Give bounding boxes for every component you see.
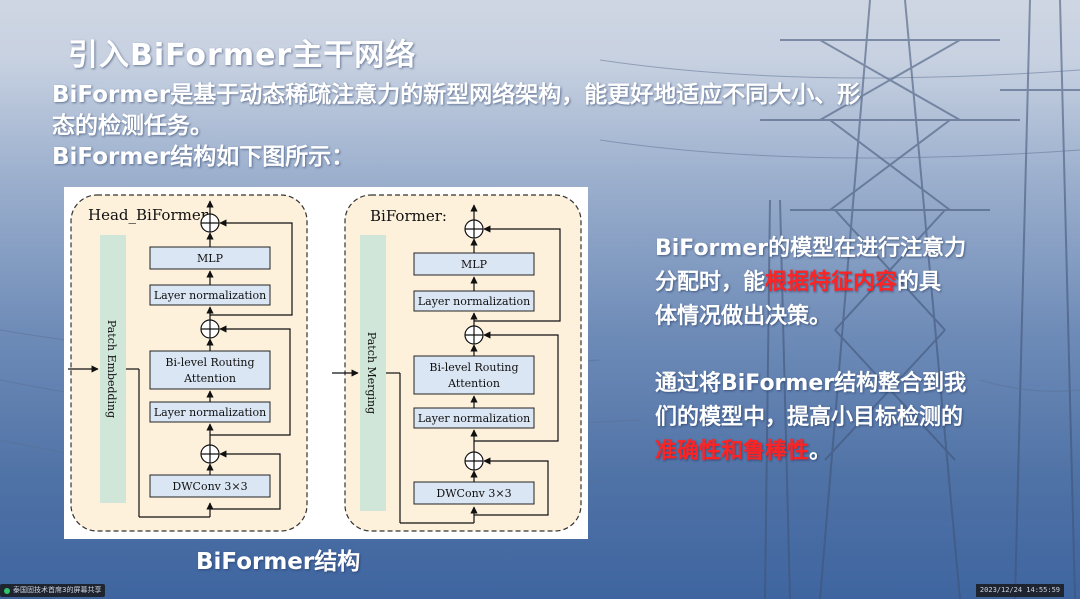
right-mlp-label: MLP <box>461 258 488 271</box>
slide-title: 引入BiFormer主干网络 <box>68 38 417 73</box>
side-p1-a: BiFormer的模型在进行注意力 <box>655 236 967 261</box>
right-attention-block <box>413 355 535 395</box>
right-attention-label-1: Bi-level Routing <box>429 361 518 374</box>
biformer-figure: Head_BiFormer: Patch Embedding DWConv 3×… <box>64 187 588 539</box>
side-p1-c: 的具 <box>897 270 942 295</box>
side-p2-highlight: 准确性和鲁棒性 <box>655 439 810 464</box>
right-patch-merging-bar <box>360 235 386 511</box>
left-panel-title: Head_BiFormer: <box>88 206 213 224</box>
right-ln-bottom-label: Layer normalization <box>418 412 530 425</box>
side-text: BiFormer的模型在进行注意力 分配时，能根据特征内容的具 体情况做出决策。… <box>655 232 1035 469</box>
right-attention-label-2: Attention <box>447 377 500 390</box>
left-attention-label-2: Attention <box>183 372 236 385</box>
side-p2-c: 。 <box>809 439 832 464</box>
side-p2-a: 通过将BiFormer结构整合到我 <box>655 371 967 396</box>
intro-text: BiFormer是基于动态稀疏注意力的新型网络架构，能更好地适应不同大小、形 态… <box>52 80 992 173</box>
left-patch-embedding-label: Patch Embedding <box>105 320 118 418</box>
side-paragraph-1: BiFormer的模型在进行注意力 分配时，能根据特征内容的具 体情况做出决策。 <box>655 232 1035 334</box>
left-attention-block <box>149 350 271 390</box>
share-status-icon <box>4 587 10 594</box>
side-p1-highlight: 根据特征内容 <box>765 270 898 295</box>
intro-line-1: BiFormer是基于动态稀疏注意力的新型网络架构，能更好地适应不同大小、形 <box>52 82 861 108</box>
intro-line-2: 态的检测任务。 <box>52 113 213 139</box>
left-mlp-label: MLP <box>197 252 224 265</box>
side-paragraph-2: 通过将BiFormer结构整合到我 们的模型中，提高小目标检测的 准确性和鲁棒性… <box>655 367 1035 469</box>
datetime-display: 2023/12/24 14:55:59 <box>975 584 1064 597</box>
right-dwconv-label: DWConv 3×3 <box>436 487 511 500</box>
screen-share-indicator[interactable]: 泰国固技术首席3的屏幕共享 <box>0 584 106 597</box>
side-p2-b: 们的模型中，提高小目标检测的 <box>655 405 964 430</box>
side-p1-d: 体情况做出决策。 <box>655 304 832 329</box>
intro-line-3: BiFormer结构如下图所示： <box>52 144 355 170</box>
right-ln-top-label: Layer normalization <box>418 295 530 308</box>
left-ln-bottom-label: Layer normalization <box>154 406 266 419</box>
biformer-diagram: Head_BiFormer: Patch Embedding DWConv 3×… <box>68 194 582 532</box>
left-panel: Head_BiFormer: Patch Embedding DWConv 3×… <box>68 194 308 532</box>
screen-share-label: 泰国固技术首席3的屏幕共享 <box>13 586 102 594</box>
right-panel: BiFormer: Patch Merging DWConv 3×3 Layer… <box>332 194 582 532</box>
left-attention-label-1: Bi-level Routing <box>165 356 254 369</box>
side-p1-b: 分配时，能 <box>655 270 766 295</box>
right-panel-title: BiFormer: <box>370 207 447 225</box>
right-patch-merging-label: Patch Merging <box>365 332 378 414</box>
left-dwconv-label: DWConv 3×3 <box>172 480 247 493</box>
left-patch-embedding-bar <box>100 235 126 503</box>
figure-caption: BiFormer结构 <box>196 549 361 575</box>
left-ln-top-label: Layer normalization <box>154 289 266 302</box>
